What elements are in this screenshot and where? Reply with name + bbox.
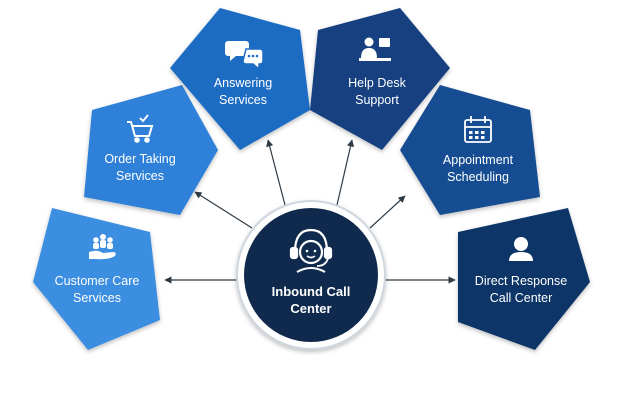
pentagon-answering [170,8,310,150]
hub-label-line1: Inbound Call [272,284,351,299]
desk-agent-icon [359,37,391,61]
node-label-line2: Call Center [490,291,553,305]
node-answering: Answering Services [170,8,310,150]
node-label-line1: Customer Care [55,274,140,288]
node-order-taking: Order Taking Services [84,85,218,215]
shopping-cart-icon [127,114,154,143]
node-label-line2: Services [219,93,267,107]
node-label-line2: Services [73,291,121,305]
node-customer-care: Customer Care Services [33,208,160,350]
node-help-desk: Help Desk Support [310,8,450,150]
node-label-line2: Support [355,93,399,107]
connector-appointment [369,195,406,229]
node-label-line2: Scheduling [447,170,509,184]
pentagon-help-desk [310,8,450,150]
pentagon-appointment [400,85,540,215]
node-label-line1: Direct Response [475,274,567,288]
node-direct-response: Direct Response Call Center [458,208,590,350]
node-label-line1: Help Desk [348,76,406,90]
headset-agent-icon [289,228,333,273]
hub-circle [244,208,378,342]
node-label-line1: Appointment [443,153,514,167]
node-label-line1: Order Taking [104,152,175,166]
connector-order-taking [194,191,253,229]
connector-help-desk [336,139,355,206]
hub-label-line2: Center [290,301,331,316]
people-hand-icon [89,234,116,260]
node-label-line2: Services [116,169,164,183]
person-icon [509,237,533,261]
connector-answering [266,139,286,206]
calendar-icon [464,116,492,143]
chat-bubbles-icon [225,41,264,71]
node-appointment: Appointment Scheduling [400,85,540,215]
node-label-line1: Answering [214,76,272,90]
connectors [164,139,456,284]
hub-inbound-call-center: Inbound Call Center [236,200,386,350]
pentagon-direct-response [458,208,590,350]
pentagon-customer-care [33,208,160,350]
pentagon-order-taking [84,85,218,215]
